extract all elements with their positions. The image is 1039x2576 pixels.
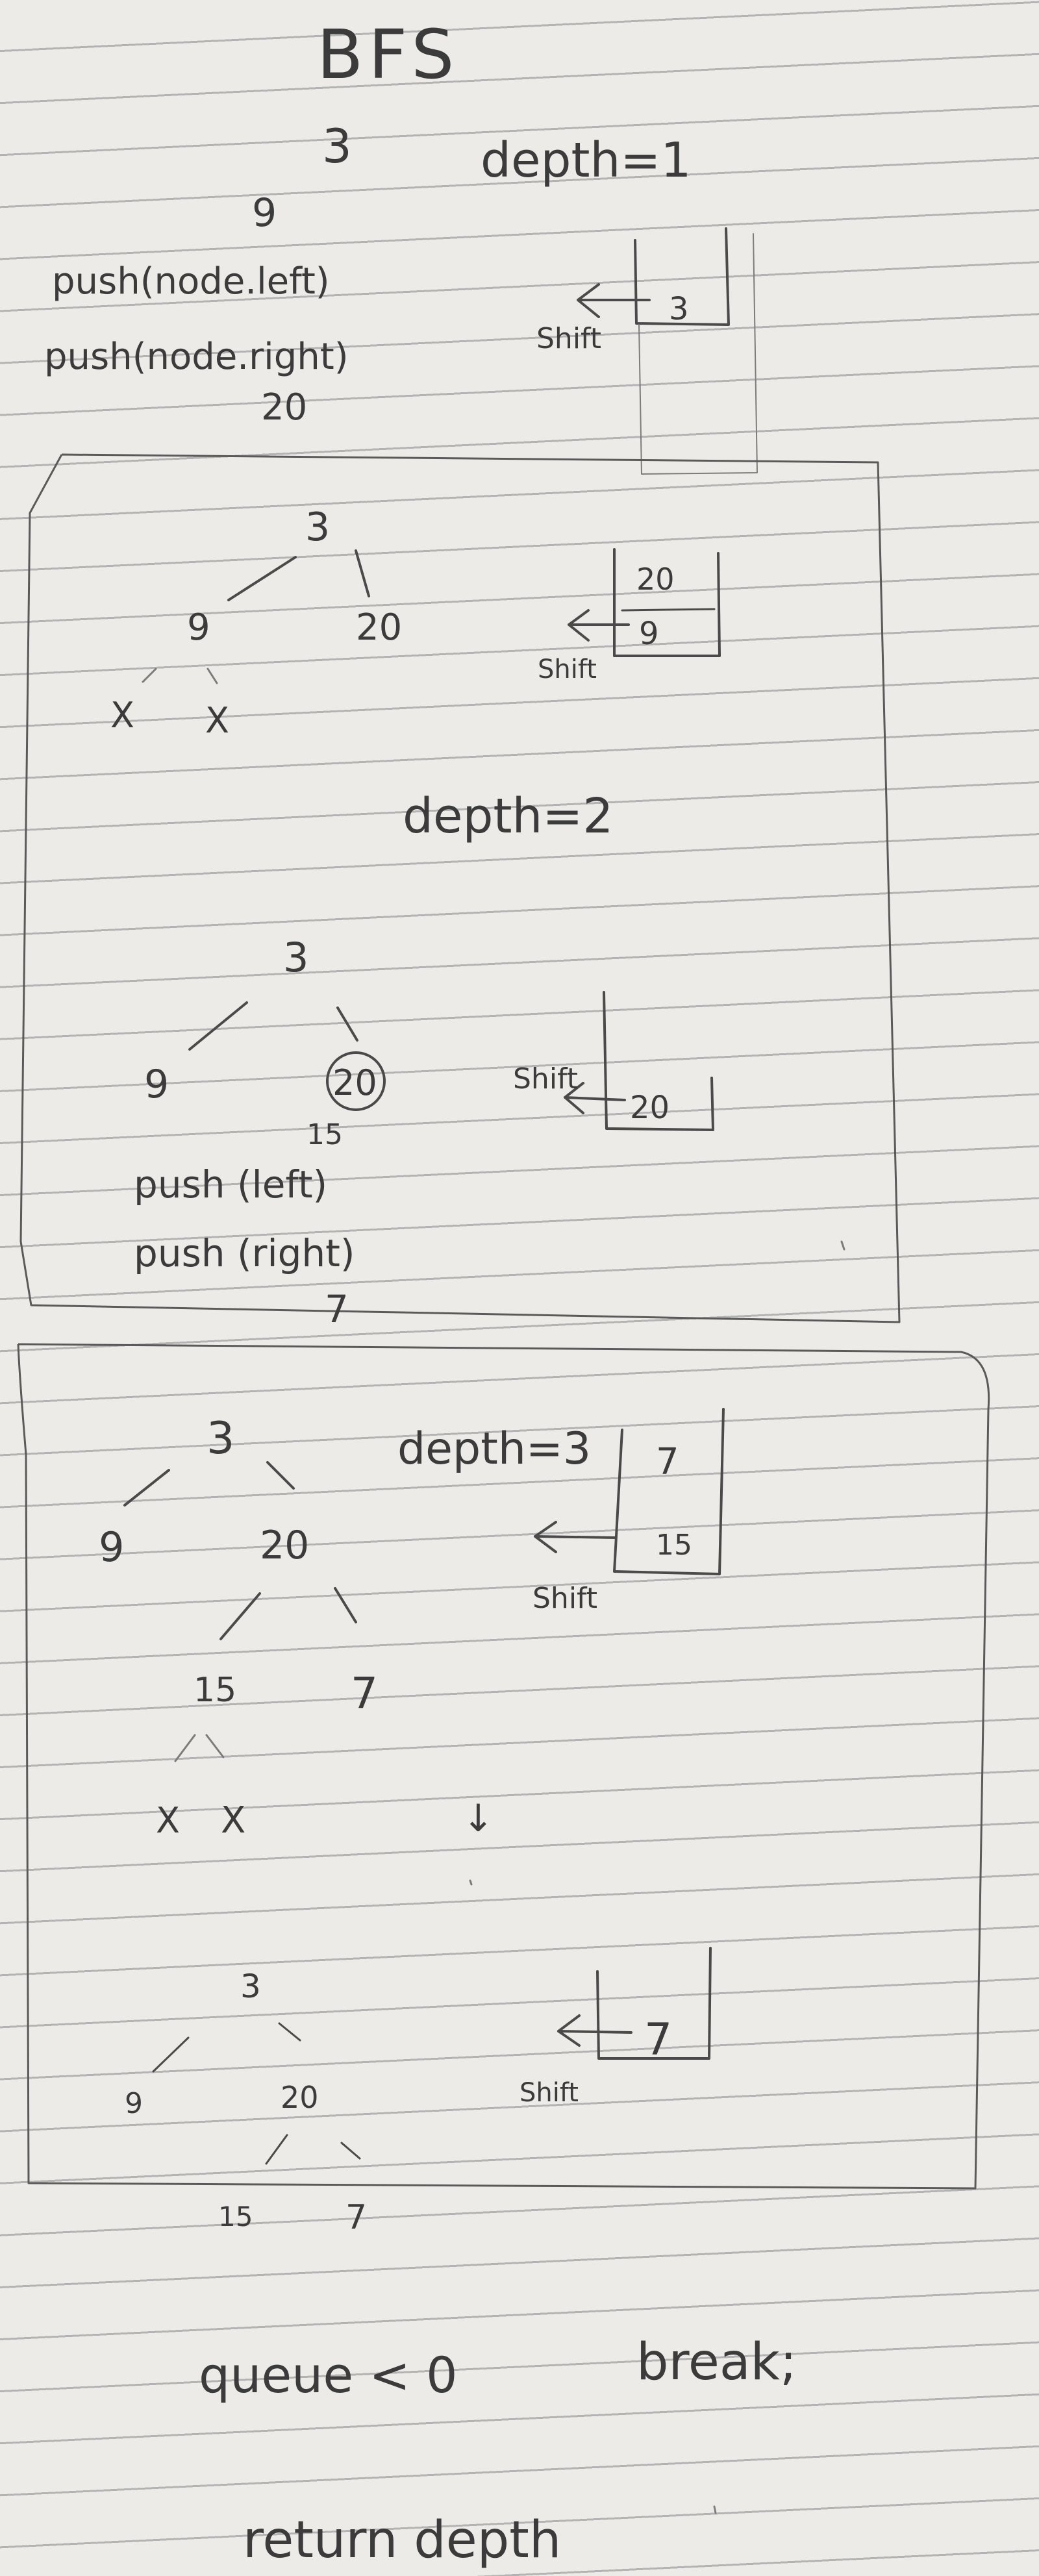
step2b-root: 3 — [283, 934, 308, 981]
step1-left-node: 9 — [252, 190, 277, 236]
step2-frame — [19, 453, 901, 1323]
step2a-shift-label: Shift — [538, 655, 597, 684]
step3b-root: 3 — [240, 1968, 261, 2005]
step3b-left: 9 — [125, 2087, 143, 2120]
step2a-null-left: X — [110, 695, 134, 736]
step2a-queue-item-2: 9 — [639, 616, 659, 652]
step3b-left-leaf: 15 — [218, 2201, 253, 2232]
step2a-queue-box — [613, 548, 721, 657]
step2b-push-right: push (right) — [134, 1231, 355, 1275]
step1-root: 3 — [322, 119, 352, 173]
step1-queue-item: 3 — [669, 291, 689, 327]
step3a-left: 9 — [99, 1523, 124, 1571]
step3a-root: 3 — [207, 1413, 234, 1464]
footer-return: return depth — [243, 2511, 561, 2570]
step2a-left: 9 — [187, 606, 210, 649]
step3-down-arrow: ↓ — [462, 1796, 494, 1840]
step2b-below-right: 15 — [307, 1118, 343, 1151]
step2-depth-label: depth=2 — [403, 788, 613, 844]
step2b-queue-box — [603, 991, 714, 1131]
step3b-shift-label: Shift — [520, 2078, 579, 2108]
step3a-queue-item-2: 15 — [656, 1529, 692, 1562]
step1-push-right: push(node.right) — [44, 336, 349, 378]
step3a-queue-box — [613, 1408, 725, 1575]
step2b-shift-label: Shift — [513, 1062, 578, 1095]
page-title: BFS — [317, 15, 459, 94]
step3a-queue-item-1: 7 — [656, 1441, 679, 1483]
step1-shift-arrow — [577, 283, 651, 318]
step2b-below-instructions: 7 — [325, 1287, 349, 1331]
step3a-null-left: X — [156, 1800, 180, 1841]
step2a-queue-item-1: 20 — [636, 562, 675, 597]
step1-right-node: 20 — [261, 386, 307, 429]
step3a-right-leaf: 7 — [351, 1668, 378, 1718]
step3b-queue-box — [596, 1947, 712, 2060]
step3a-null-right: X — [221, 1799, 245, 1842]
step2b-queue-item: 20 — [630, 1090, 670, 1126]
step3-frame — [17, 1343, 990, 2190]
step2a-null-right: X — [205, 700, 229, 741]
step2b-highlight-circle — [326, 1051, 386, 1111]
footer-condition: queue < 0 — [199, 2346, 457, 2404]
step1-shift-label: Shift — [536, 322, 601, 355]
step3b-queue-item: 7 — [644, 2014, 672, 2066]
step3-depth-label: depth=3 — [397, 1423, 591, 1475]
step3a-mid: 20 — [260, 1523, 309, 1568]
step2b-right: 20 — [332, 1062, 377, 1103]
step3b-mid: 20 — [281, 2080, 319, 2115]
step1-queue-box — [634, 227, 758, 475]
step3a-shift-label: Shift — [532, 1582, 597, 1615]
step3a-left-leaf: 15 — [194, 1671, 236, 1710]
step1-depth-label: depth=1 — [481, 132, 691, 188]
step2b-push-left: push (left) — [134, 1162, 327, 1207]
step2a-root: 3 — [305, 505, 330, 550]
step2b-left: 9 — [144, 1062, 169, 1107]
step3b-right-leaf: 7 — [345, 2198, 367, 2237]
step2a-right: 20 — [356, 606, 402, 649]
footer-break: break; — [636, 2333, 797, 2392]
step1-push-left: push(node.left) — [52, 260, 330, 303]
